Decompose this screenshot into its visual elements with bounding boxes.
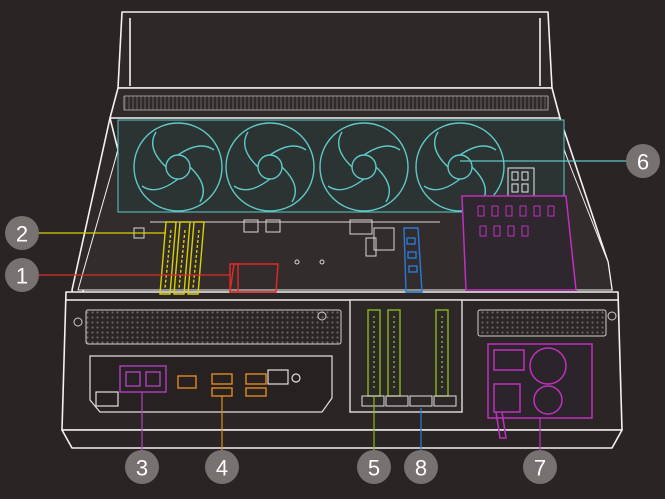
callout-8-label: 8: [415, 456, 427, 481]
power-supply: [461, 195, 593, 439]
pcie-slots: [349, 299, 463, 413]
callout-4: 4: [205, 450, 239, 484]
callout-5: 5: [357, 450, 391, 484]
fan-1: [133, 122, 223, 212]
callout-1-label: 1: [16, 264, 28, 289]
callout-4-label: 4: [216, 456, 228, 481]
callout-3-label: 3: [136, 456, 148, 481]
leader-lines: [38, 160, 627, 450]
callout-7: 7: [523, 450, 557, 484]
front-vents: [73, 309, 617, 345]
memory-dimms: [159, 221, 205, 295]
callout-6-label: 6: [637, 150, 649, 175]
callout-8: 8: [404, 450, 438, 484]
io-plate: [89, 355, 333, 413]
cpu-socket: [229, 263, 279, 293]
fan-3: [319, 122, 409, 212]
purple-rear-io: [119, 365, 167, 393]
leader-1: [38, 268, 231, 276]
fan-4: [415, 122, 505, 212]
callout-2: 2: [5, 216, 39, 250]
power-connectors: [507, 167, 535, 197]
callout-1: 1: [5, 258, 39, 292]
fan-2: [225, 122, 315, 212]
callout-7-label: 7: [534, 456, 546, 481]
callouts: 1 2 3 4 5 6 7 8: [5, 144, 660, 484]
callout-2-label: 2: [16, 222, 28, 247]
callout-5-label: 5: [368, 456, 380, 481]
callout-3: 3: [125, 450, 159, 484]
callout-6: 6: [626, 144, 660, 178]
